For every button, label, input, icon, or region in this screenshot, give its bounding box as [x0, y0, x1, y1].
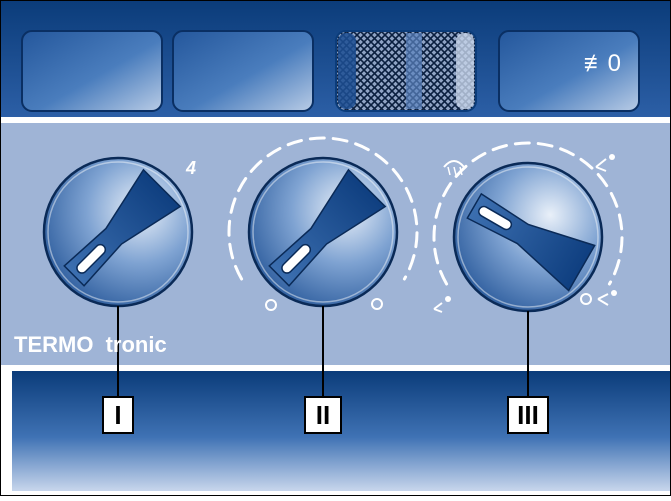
face-airflow-icon	[595, 154, 615, 172]
knob-ii-callout: II	[316, 400, 330, 430]
knob-iii[interactable]: III	[432, 141, 624, 434]
button-1[interactable]	[21, 30, 163, 112]
button-4[interactable]: ≢0	[498, 30, 640, 112]
button-2[interactable]	[172, 30, 314, 112]
knob-iii-callout: III	[517, 400, 539, 430]
knob-ii-pointer	[268, 168, 387, 287]
knob-i[interactable]: I4	[42, 156, 196, 434]
knob-i-pointer	[63, 168, 182, 287]
face-floor-airflow-icon	[580, 290, 617, 306]
knob-i-max-label: 4	[185, 158, 196, 178]
button-3[interactable]	[335, 30, 477, 112]
defrost-icon	[443, 160, 465, 176]
brand-label: TERMO tronic	[14, 332, 167, 357]
knob-i-callout: I	[114, 400, 121, 430]
knob-ii[interactable]: II	[227, 136, 419, 434]
rear-fog-light-icon: ≢0	[584, 50, 621, 77]
max-marker-icon	[371, 298, 383, 310]
floor-airflow-icon	[433, 296, 451, 313]
min-marker-icon	[265, 299, 277, 311]
knob-iii-pointer	[466, 192, 596, 292]
